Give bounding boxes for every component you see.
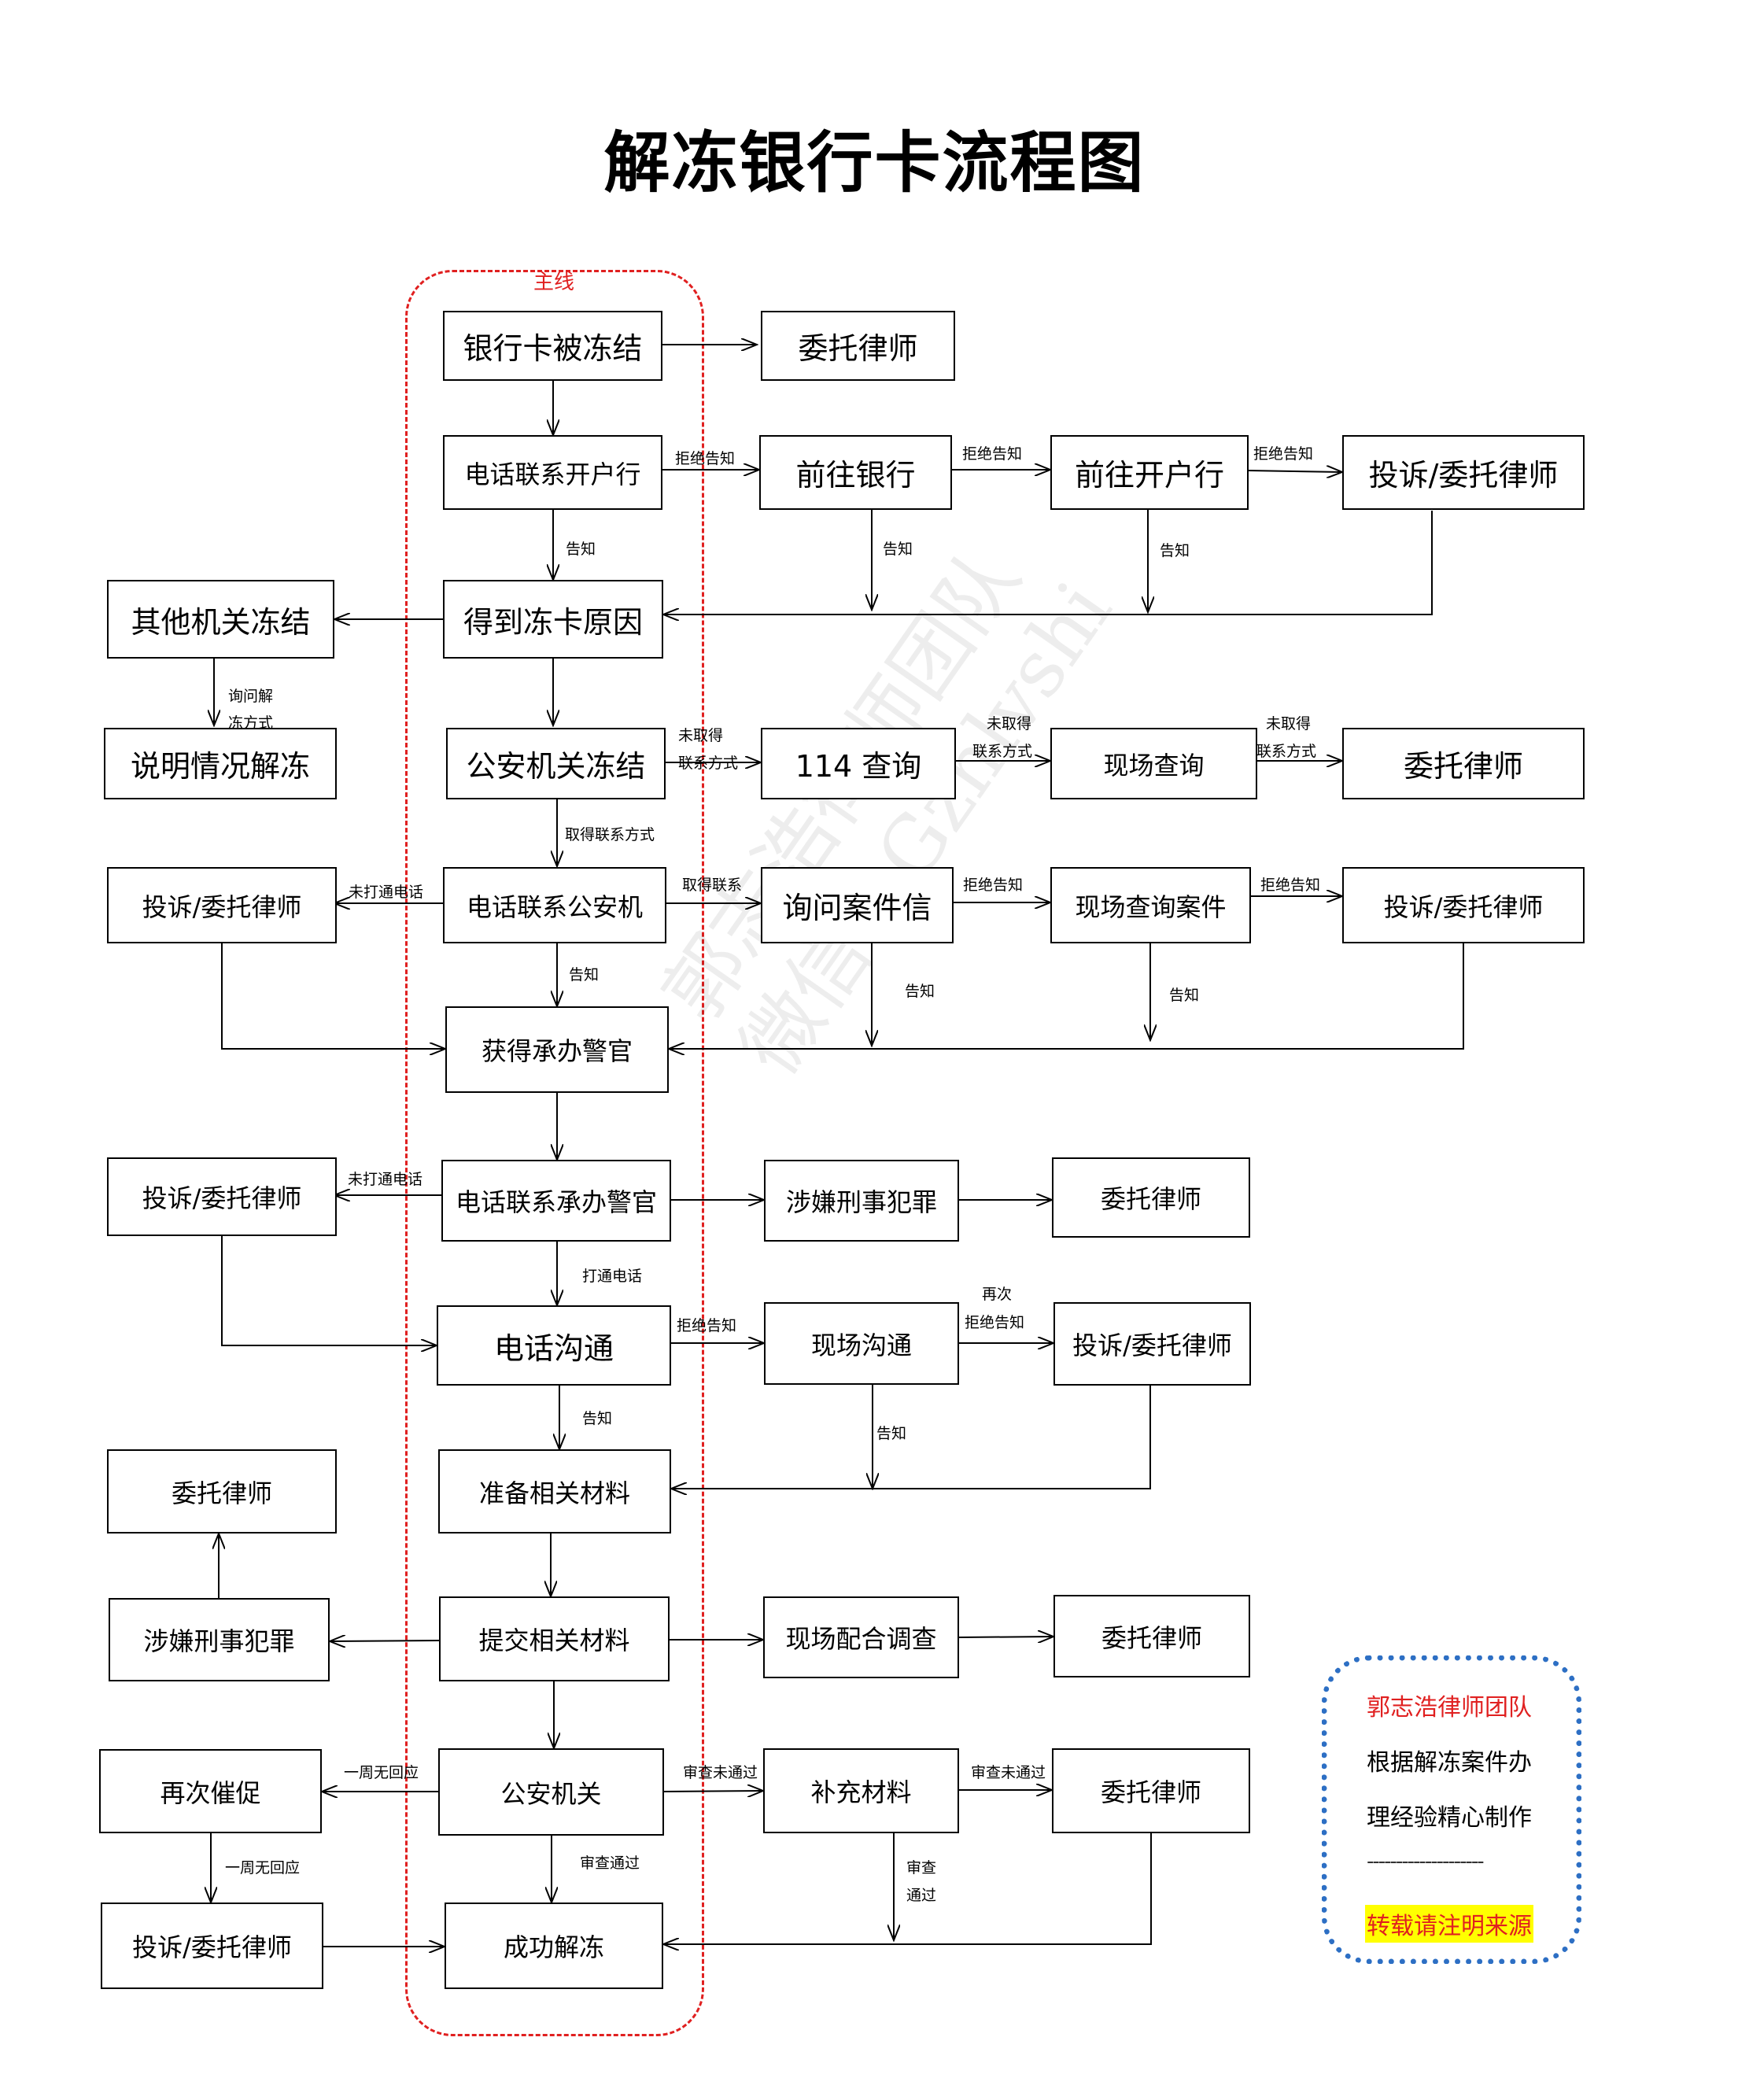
- node-police-org: 公安机关: [438, 1748, 664, 1836]
- note-divider: --------------------: [1367, 1850, 1485, 1873]
- edge-label: 未打通电话: [348, 1171, 423, 1188]
- node-success: 成功解冻: [445, 1903, 663, 1989]
- node-complain-1: 投诉/委托律师: [1342, 435, 1585, 510]
- edge-complain3-officer: [669, 943, 1464, 1049]
- node-onsite-query: 现场查询: [1050, 728, 1257, 799]
- node-lawyer-5: 委托律师: [1053, 1595, 1250, 1677]
- edge-label: 取得联系: [682, 877, 743, 894]
- node-ask-case: 询问案件信: [761, 867, 954, 943]
- edge-label: 未取得: [678, 727, 724, 744]
- node-114-query: 114 查询: [761, 728, 956, 799]
- edge-complain-reason: [663, 511, 1433, 614]
- page-title: 解冻银行卡流程图: [603, 124, 1146, 201]
- mainline-dashed-frame: [405, 270, 704, 2036]
- edge-label: 审查通过: [580, 1855, 640, 1872]
- node-onsite-coop: 现场配合调查: [763, 1596, 959, 1678]
- node-police-freeze: 公安机关冻结: [446, 728, 666, 799]
- edge-label: 审查未通过: [683, 1764, 758, 1781]
- node-reason: 得到冻卡原因: [443, 580, 663, 659]
- node-explain: 说明情况解冻: [104, 728, 337, 799]
- edge-label: 通过: [906, 1887, 937, 1904]
- node-other-org: 其他机关冻结: [107, 580, 334, 659]
- edge-label: 告知: [905, 983, 935, 1000]
- note-reprint-notice: 转载请注明来源: [1365, 1905, 1533, 1943]
- node-goto-bank: 前往银行: [759, 435, 952, 510]
- edge-label: 告知: [1169, 987, 1200, 1004]
- edge-label: 告知: [876, 1425, 907, 1442]
- edge-complain5-prepare: [671, 1385, 1151, 1489]
- mainline-label: 主线: [533, 271, 575, 294]
- node-prepare: 准备相关材料: [438, 1449, 671, 1533]
- node-onsite-case: 现场查询案件: [1050, 867, 1251, 943]
- edge-label: 告知: [1160, 542, 1190, 559]
- edge-policeorg-supp: [662, 1791, 763, 1792]
- node-lawyer-4: 委托律师: [107, 1449, 337, 1533]
- node-crime-1: 涉嫌刑事犯罪: [764, 1160, 959, 1242]
- note-team-name: 郭志浩律师团队: [1367, 1694, 1532, 1722]
- node-complain-2: 投诉/委托律师: [107, 867, 337, 943]
- edge-label: 一周无回应: [225, 1859, 301, 1877]
- edge-label: 取得联系方式: [565, 826, 655, 843]
- edge-label: 一周无回应: [344, 1764, 419, 1781]
- node-phone-comm: 电话沟通: [437, 1305, 671, 1386]
- edge-label: 未取得: [1266, 715, 1312, 733]
- node-lawyer-1: 委托律师: [761, 311, 955, 381]
- edge-label: 告知: [582, 1410, 613, 1427]
- node-supplement: 补充材料: [763, 1748, 959, 1833]
- edge-label: 冻方式: [228, 714, 274, 732]
- note-description-line-2: 理经验精心制作: [1367, 1804, 1532, 1832]
- node-call-officer: 电话联系承办警官: [441, 1160, 671, 1242]
- edge-complain4-phone: [221, 1235, 437, 1345]
- node-lawyer-3: 委托律师: [1052, 1157, 1250, 1238]
- node-lawyer-2: 委托律师: [1342, 728, 1585, 799]
- node-card-frozen: 银行卡被冻结: [443, 311, 662, 381]
- node-get-officer: 获得承办警官: [445, 1006, 669, 1093]
- node-crime-2: 涉嫌刑事犯罪: [109, 1598, 330, 1681]
- edge-label: 告知: [883, 541, 913, 558]
- edge-label: 告知: [566, 541, 596, 558]
- edge-label: 未取得: [987, 715, 1032, 733]
- edge-complain2-officer: [221, 943, 445, 1049]
- edge-label: 审查未通过: [971, 1764, 1046, 1781]
- node-lawyer-6: 委托律师: [1052, 1748, 1250, 1833]
- note-description-line-1: 根据解冻案件办: [1367, 1749, 1532, 1777]
- edge-label: 询问解: [228, 688, 274, 705]
- author-note-box: 郭志浩律师团队 根据解冻案件办 理经验精心制作 ----------------…: [1322, 1655, 1581, 1964]
- node-onsite-comm: 现场沟通: [764, 1302, 959, 1385]
- node-call-bank: 电话联系开户行: [443, 435, 662, 510]
- edge-label: 拒绝告知: [675, 450, 736, 467]
- edge-label: 审查: [906, 1859, 937, 1877]
- edge-label: 拒绝告知: [677, 1317, 737, 1334]
- node-complain-3: 投诉/委托律师: [1342, 867, 1585, 943]
- edge-label: 拒绝告知: [963, 877, 1024, 894]
- edge-label: 联系方式: [972, 743, 1033, 760]
- node-submit: 提交相关材料: [439, 1596, 670, 1681]
- edge-label: 告知: [569, 966, 600, 984]
- edge-label: 联系方式: [1256, 743, 1317, 760]
- edge-label: 联系方式: [678, 755, 739, 772]
- edge-label: 未打通电话: [349, 884, 424, 901]
- node-goto-branch: 前往开户行: [1050, 435, 1249, 510]
- edge-label: 再次: [982, 1286, 1013, 1303]
- edge-branch-complain: [1247, 471, 1342, 472]
- edge-label: 拒绝告知: [962, 445, 1023, 463]
- node-complain-6: 投诉/委托律师: [101, 1903, 323, 1989]
- edge-label: 拒绝告知: [965, 1314, 1025, 1331]
- edge-label: 拒绝告知: [1253, 445, 1314, 463]
- node-complain-4: 投诉/委托律师: [107, 1157, 337, 1236]
- node-complain-5: 投诉/委托律师: [1053, 1302, 1251, 1386]
- edge-label: 拒绝告知: [1260, 877, 1321, 894]
- node-call-police: 电话联系公安机: [443, 867, 666, 943]
- node-urge: 再次催促: [99, 1749, 322, 1833]
- edge-label: 打通电话: [582, 1268, 643, 1285]
- edge-lawyer6-success: [663, 1833, 1152, 1944]
